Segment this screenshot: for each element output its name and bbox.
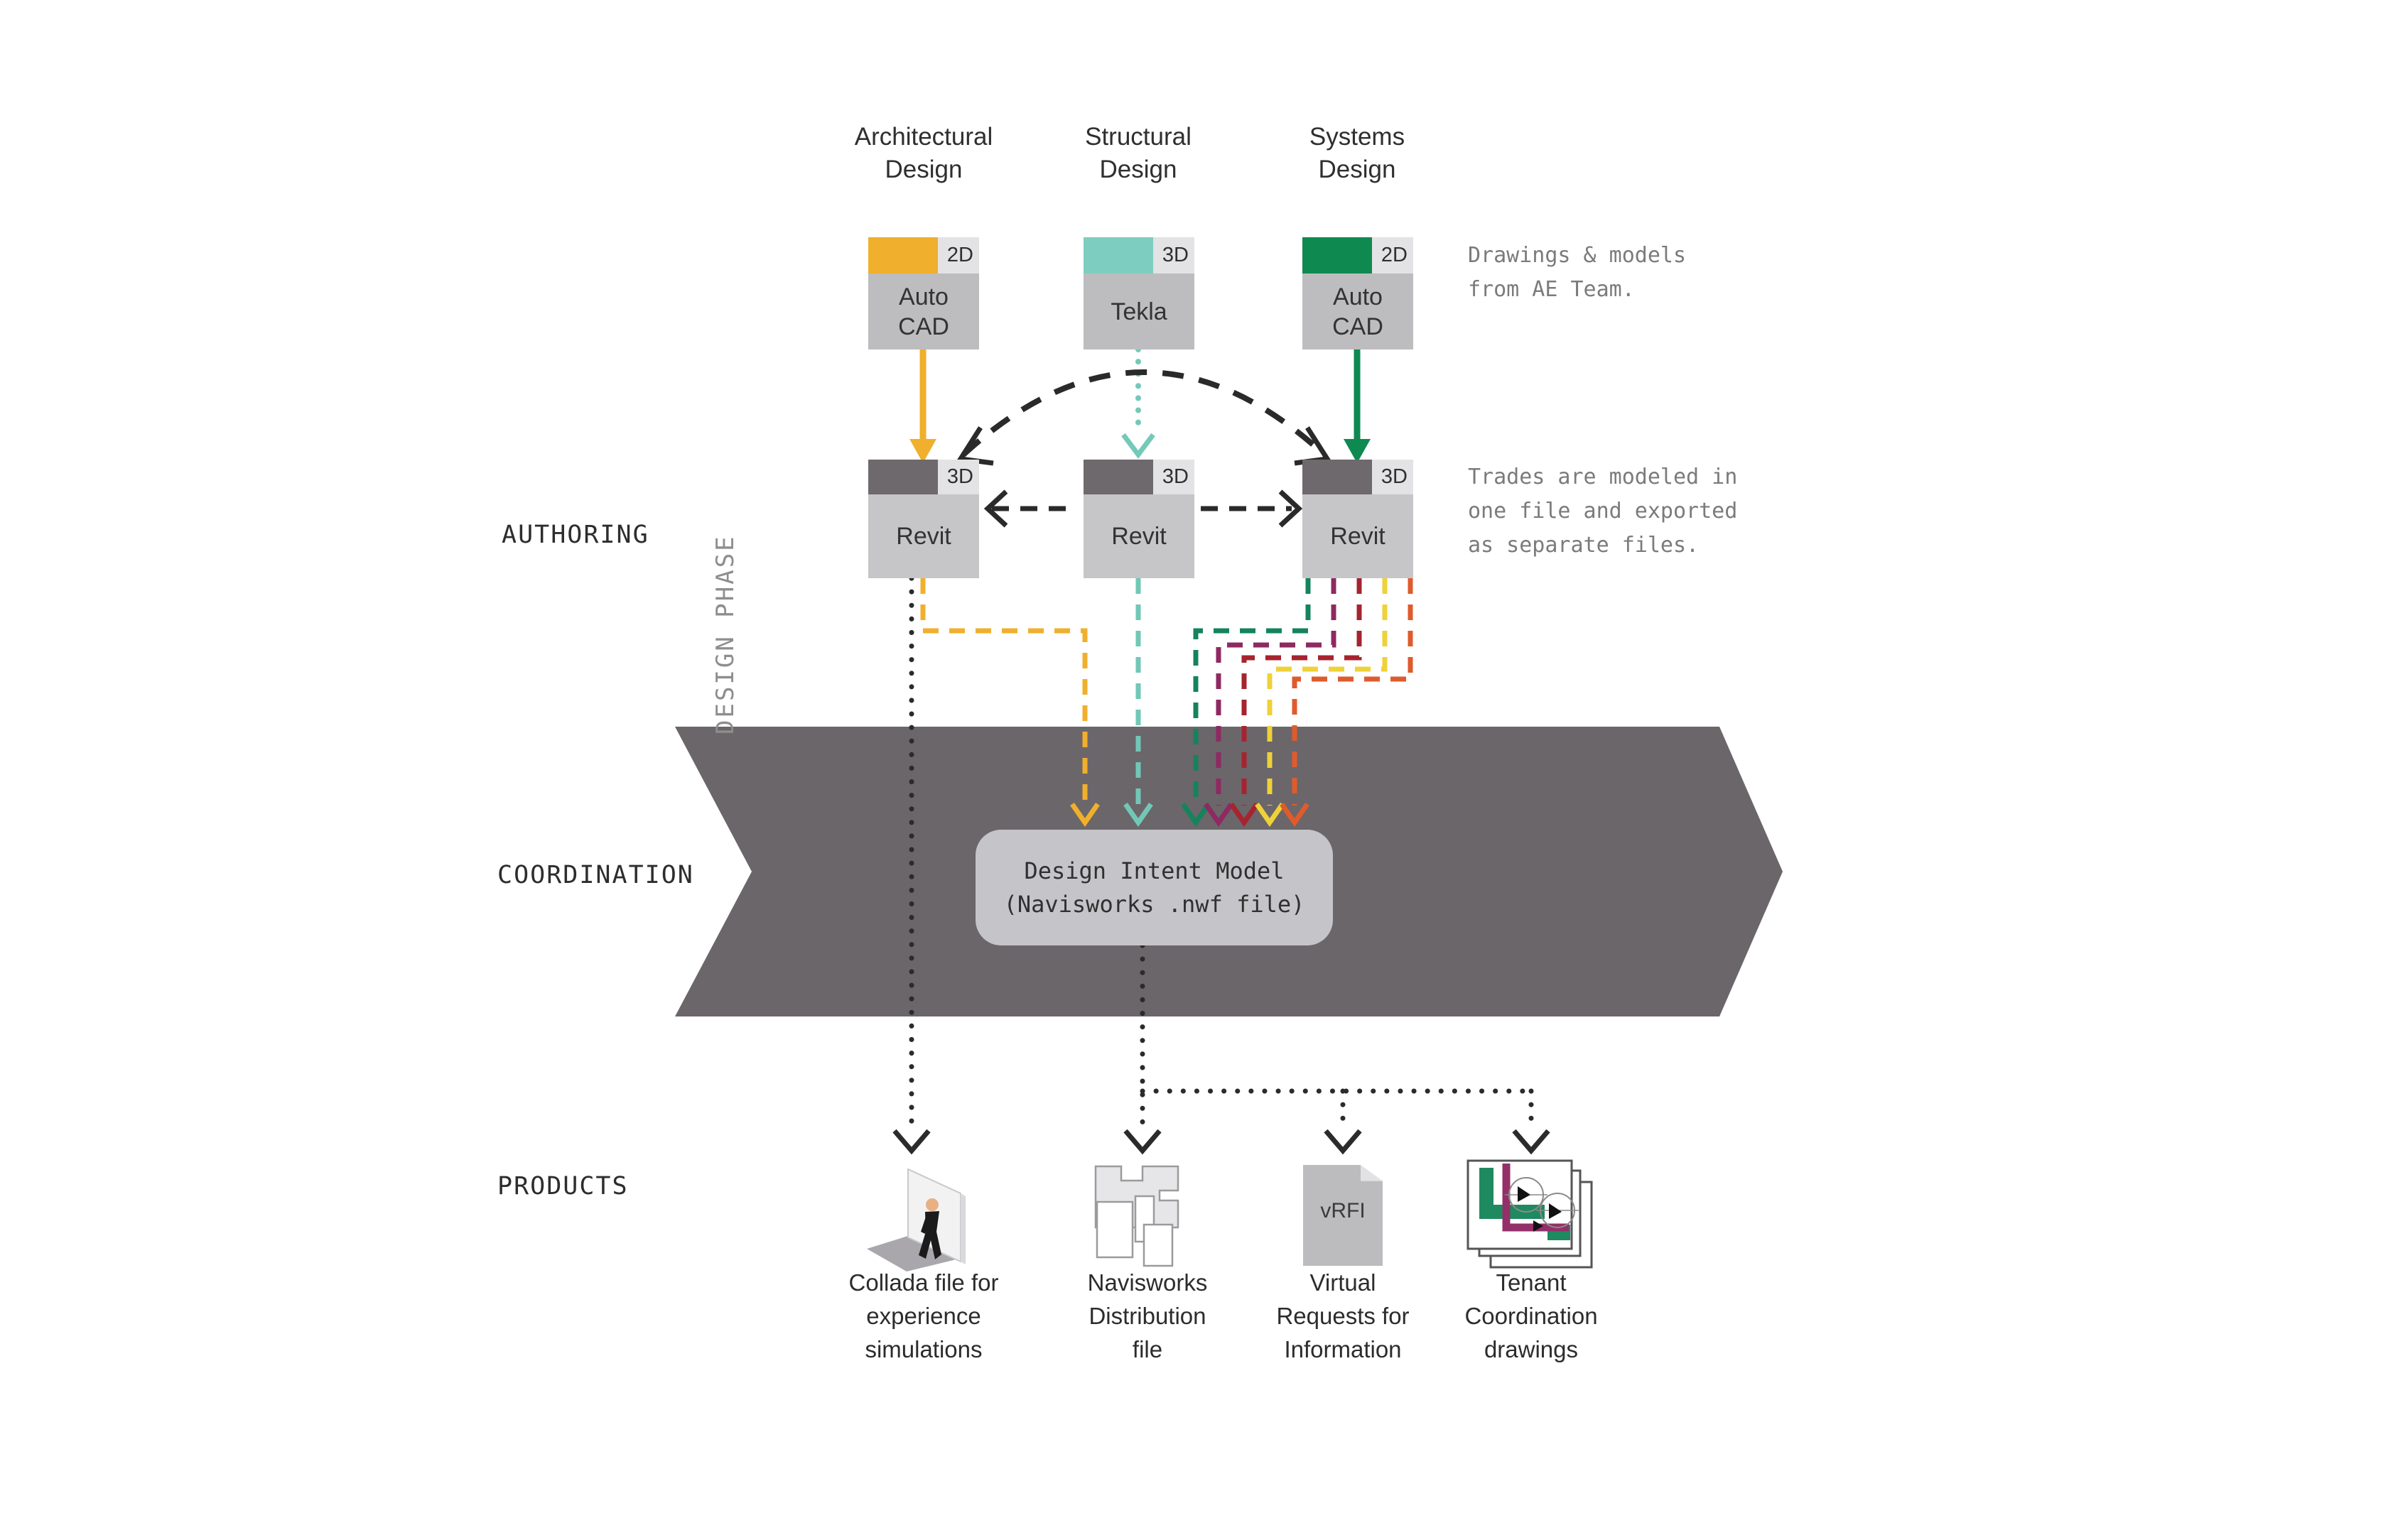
dim-chip: 2D	[1372, 237, 1413, 273]
export-teal-line	[1123, 578, 1153, 828]
revit-structural-box: 3D Revit	[1084, 460, 1194, 578]
tool-name: Auto CAD	[868, 273, 979, 349]
systems-2d-arrow	[1344, 349, 1371, 463]
stage-label-coordination: COORDINATION	[497, 861, 694, 889]
tool-name: Revit	[1302, 494, 1413, 578]
product-label-vrfi: Virtual Requests for Information	[1276, 1269, 1410, 1362]
tool-name: Revit	[868, 494, 979, 578]
revit-dark-chip	[1084, 460, 1153, 494]
design-intent-model-box: Design Intent Model (Navisworks .nwf fil…	[976, 830, 1333, 945]
revit-link-left	[983, 489, 1077, 528]
collada-figure-icon	[865, 1165, 986, 1282]
revit-dark-chip	[1302, 460, 1372, 494]
annotation-drawings-models: Drawings & models from AE Team.	[1468, 243, 1687, 302]
tekla-structural-box: 3D Tekla	[1084, 237, 1194, 349]
revit-architectural-box: 3D Revit	[868, 460, 979, 578]
navisworks-blocks-icon	[1089, 1162, 1188, 1272]
revit-systems-box: 3D Revit	[1302, 460, 1413, 578]
tool-name: Auto CAD	[1302, 273, 1413, 349]
export-yellow-line	[1255, 578, 1388, 828]
export-amber-line	[920, 578, 1100, 828]
tool-name: Tekla	[1084, 273, 1194, 349]
annotation-trades-modeled: Trades are modeled in one file and expor…	[1468, 465, 1738, 558]
revit-dark-chip	[868, 460, 938, 494]
architectural-color-chip	[868, 237, 938, 273]
dim-chip: 3D	[1372, 460, 1413, 494]
column-header-structural: Structural Design	[1085, 123, 1192, 183]
product-label-tenant: Tenant Coordination drawings	[1464, 1269, 1598, 1362]
dim-chip: 3D	[938, 460, 979, 494]
collada-dotted-line	[892, 575, 931, 1155]
autocad-systems-box: 2D Auto CAD	[1302, 237, 1413, 349]
design-phase-label: DESIGN PHASE	[711, 534, 740, 734]
column-header-systems: Systems Design	[1309, 123, 1405, 183]
revit-link-right	[1201, 489, 1303, 528]
structural-color-chip	[1084, 237, 1153, 273]
autocad-architectural-box: 2D Auto CAD	[868, 237, 979, 349]
export-darkred-line	[1229, 578, 1362, 828]
vrfi-document-icon: vRFI	[1303, 1165, 1383, 1266]
model-products-dotted-lines	[1123, 943, 1550, 1155]
structural-3d-dotted-arrow	[1121, 347, 1155, 459]
export-orange-line	[1280, 578, 1413, 828]
systems-color-chip	[1302, 237, 1372, 273]
folded-corner-icon	[1360, 1165, 1383, 1181]
vrfi-doc-label: vRFI	[1320, 1199, 1366, 1222]
export-green-line	[1181, 578, 1311, 828]
stage-label-authoring: AUTHORING	[502, 521, 649, 549]
tenant-drawings-icon	[1465, 1159, 1600, 1284]
dim-chip: 2D	[938, 237, 979, 273]
dim-chip: 3D	[1153, 237, 1194, 273]
dim-chip: 3D	[1153, 460, 1194, 494]
product-label-navisworks: Navisworks Distribution file	[1087, 1269, 1208, 1362]
product-label-collada: Collada file for experience simulations	[848, 1269, 999, 1362]
architectural-2d-arrow	[909, 349, 936, 463]
stage-label-products: PRODUCTS	[497, 1172, 629, 1200]
tool-name: Revit	[1084, 494, 1194, 578]
column-header-architectural: Architectural Design	[854, 123, 993, 183]
export-purple-line	[1204, 578, 1336, 828]
